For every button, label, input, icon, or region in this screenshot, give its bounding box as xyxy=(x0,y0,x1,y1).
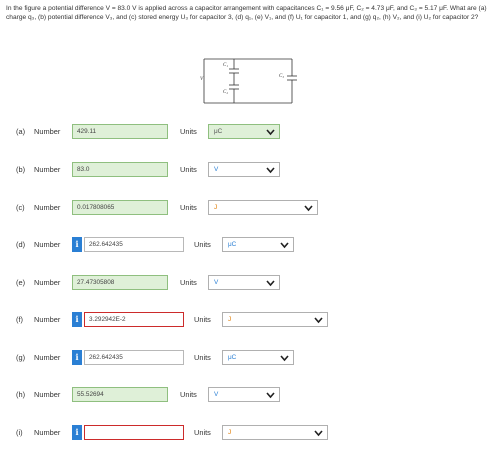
number-label: Number xyxy=(34,165,61,174)
unit-value: J xyxy=(228,429,232,436)
units-select[interactable]: μC xyxy=(208,124,280,139)
unit-value: V xyxy=(214,279,219,286)
units-label: Units xyxy=(180,278,197,287)
units-label: Units xyxy=(180,390,197,399)
units-label: Units xyxy=(180,203,197,212)
answer-input[interactable]: 3.292942E-2 xyxy=(84,312,184,327)
chevron-down-icon xyxy=(314,316,323,324)
voltage-label: V xyxy=(200,77,204,82)
chevron-down-icon xyxy=(314,429,323,437)
chevron-down-icon xyxy=(280,354,289,362)
answer-row: (e) Number 27.47305808 Units V xyxy=(0,275,494,295)
answer-row: (i) Number i Units J xyxy=(0,425,494,445)
part-label: (h) xyxy=(16,390,26,399)
answer-row: (h) Number 55.52694 Units V xyxy=(0,387,494,407)
number-label: Number xyxy=(34,203,61,212)
c3-label: C₃ xyxy=(279,74,284,79)
c2-label: C₂ xyxy=(223,90,228,95)
answer-input[interactable]: 262.642435 xyxy=(84,350,184,365)
part-label: (a) xyxy=(16,127,26,136)
units-select[interactable]: V xyxy=(208,387,280,402)
chevron-down-icon xyxy=(280,241,289,249)
unit-value: J xyxy=(228,316,232,323)
unit-value: μC xyxy=(228,354,237,361)
units-select[interactable]: V xyxy=(208,162,280,177)
part-label: (d) xyxy=(16,240,26,249)
units-select[interactable]: J xyxy=(222,425,328,440)
info-icon[interactable]: i xyxy=(72,350,82,365)
chevron-down-icon xyxy=(266,166,275,174)
circuit-diagram: V C₁ C₂ C₃ xyxy=(200,58,297,104)
units-label: Units xyxy=(194,428,211,437)
part-label: (f) xyxy=(16,315,23,324)
units-label: Units xyxy=(180,165,197,174)
part-label: (b) xyxy=(16,165,26,174)
answer-input[interactable]: 0.017808065 xyxy=(72,200,168,215)
info-icon[interactable]: i xyxy=(72,312,82,327)
answer-row: (c) Number 0.017808065 Units J xyxy=(0,200,494,220)
c1-label: C₁ xyxy=(223,63,228,68)
number-label: Number xyxy=(34,315,61,324)
units-select[interactable]: V xyxy=(208,275,280,290)
unit-value: μC xyxy=(214,128,223,135)
number-label: Number xyxy=(34,390,61,399)
unit-value: J xyxy=(214,204,218,211)
part-label: (c) xyxy=(16,203,25,212)
units-select[interactable]: J xyxy=(208,200,318,215)
units-select[interactable]: μC xyxy=(222,350,294,365)
answer-input[interactable]: 83.0 xyxy=(72,162,168,177)
answer-row: (b) Number 83.0 Units V xyxy=(0,162,494,182)
answer-row: (a) Number 429.11 Units μC xyxy=(0,124,494,144)
unit-value: V xyxy=(214,391,219,398)
number-label: Number xyxy=(34,353,61,362)
answer-input[interactable]: 27.47305808 xyxy=(72,275,168,290)
number-label: Number xyxy=(34,127,61,136)
answer-input[interactable]: 429.11 xyxy=(72,124,168,139)
chevron-down-icon xyxy=(266,391,275,399)
number-label: Number xyxy=(34,428,61,437)
units-label: Units xyxy=(194,315,211,324)
part-label: (g) xyxy=(16,353,26,362)
info-icon[interactable]: i xyxy=(72,425,82,440)
answer-input[interactable] xyxy=(84,425,184,440)
units-select[interactable]: J xyxy=(222,312,328,327)
units-select[interactable]: μC xyxy=(222,237,294,252)
units-label: Units xyxy=(194,353,211,362)
answer-input[interactable]: 262.642435 xyxy=(84,237,184,252)
unit-value: V xyxy=(214,166,219,173)
number-label: Number xyxy=(34,240,61,249)
units-label: Units xyxy=(180,127,197,136)
answer-input[interactable]: 55.52694 xyxy=(72,387,168,402)
problem-statement: In the figure a potential difference V =… xyxy=(6,5,487,21)
units-label: Units xyxy=(194,240,211,249)
unit-value: μC xyxy=(228,241,237,248)
part-label: (i) xyxy=(16,428,23,437)
info-icon[interactable]: i xyxy=(72,237,82,252)
chevron-down-icon xyxy=(304,204,313,212)
number-label: Number xyxy=(34,278,61,287)
chevron-down-icon xyxy=(266,128,275,136)
chevron-down-icon xyxy=(266,279,275,287)
part-label: (e) xyxy=(16,278,26,287)
